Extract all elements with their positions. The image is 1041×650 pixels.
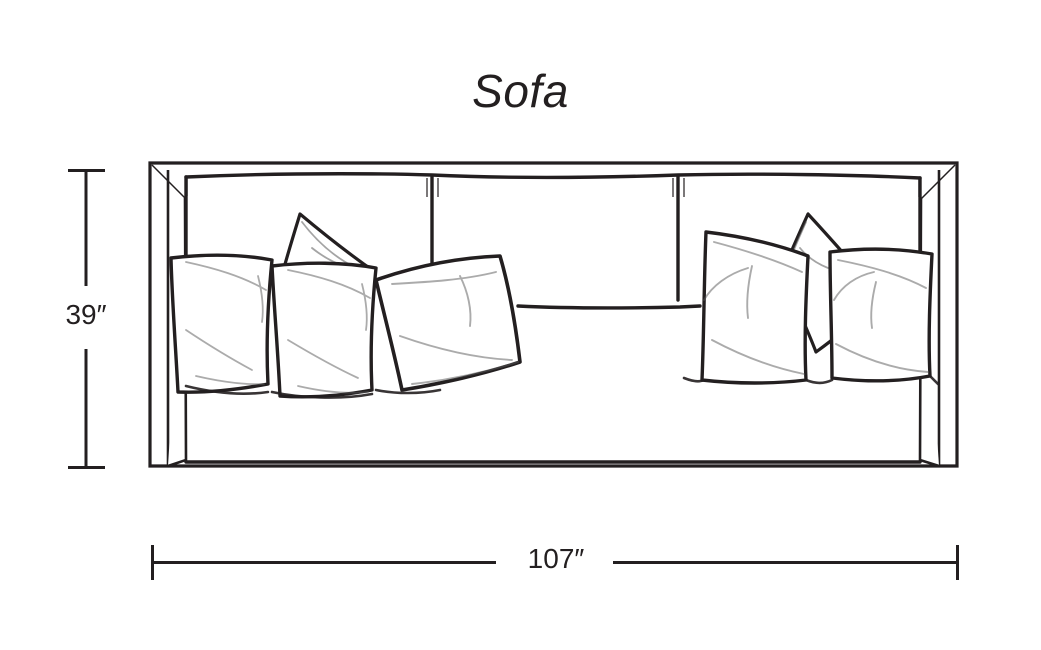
pillow-right-2 [828, 247, 934, 383]
pillow-left-3-creases [391, 271, 519, 385]
width-dimension-label: 107″ [527, 543, 585, 574]
pillow-left-3 [374, 254, 522, 392]
pillow-left-1 [169, 253, 274, 394]
cushion-seam-ticks [186, 176, 920, 197]
pillow-right-2-creases [833, 259, 929, 373]
pillow-base-shadows [184, 374, 940, 399]
pillow-left-2-creases [287, 269, 371, 394]
page-title: Sofa [472, 65, 569, 117]
pillow-left-2 [270, 261, 378, 399]
height-dimension-line [68, 169, 105, 469]
pillow-left-1-creases [185, 261, 267, 386]
pillow-right-1-creases [703, 241, 805, 375]
width-dimension-line [151, 545, 959, 580]
height-dimension-label: 39″ [65, 299, 107, 330]
